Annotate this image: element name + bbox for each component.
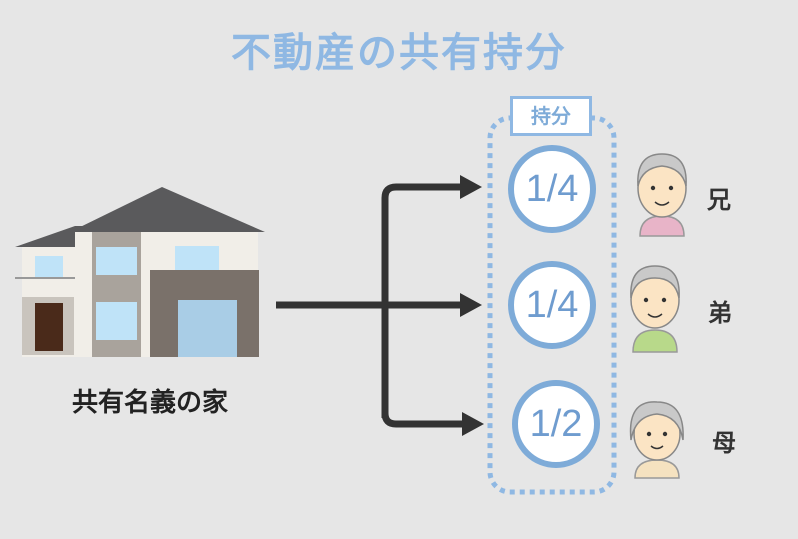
distribution-arrows (276, 183, 468, 428)
house-label: 共有名義の家 (71, 388, 228, 418)
diagram-title: 不動産の共有持分 (231, 30, 567, 76)
share-value: 1/4 (508, 145, 596, 233)
arrow-bottom (381, 305, 468, 428)
share-value: 1/4 (508, 261, 596, 349)
relation-label: 母 (712, 429, 736, 457)
relation-label: 弟 (708, 299, 732, 327)
relation-label: 兄 (707, 186, 731, 214)
elderly-woman-icon (629, 401, 684, 479)
house-icon (15, 187, 265, 357)
elderly-man-icon (637, 153, 687, 237)
arrow-top (381, 183, 465, 418)
arrowhead-bottom (462, 412, 484, 436)
arrowhead-middle (460, 293, 482, 317)
share-value: 1/2 (512, 380, 600, 468)
elderly-man-icon (630, 265, 680, 353)
arrowhead-top (460, 175, 482, 199)
shares-header-badge: 持分 (510, 96, 592, 136)
